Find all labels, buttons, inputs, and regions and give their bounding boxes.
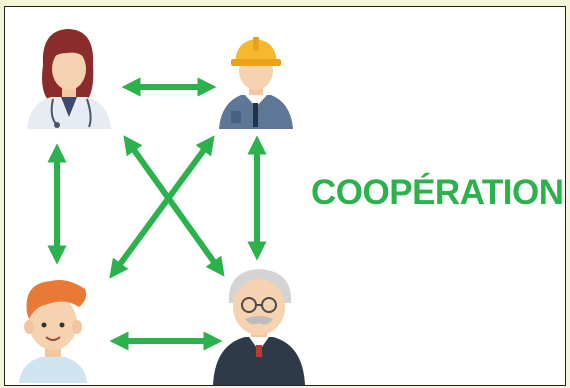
diagram-title: COOPÉRATION [311,173,564,212]
boy-icon [19,280,87,383]
diagram-panel: COOPÉRATION [4,6,566,386]
arrow-worker-boy [109,135,215,279]
cooperation-diagram [19,29,305,385]
arrow-doctor-elder [123,135,225,277]
doctor-icon [27,29,111,129]
worker-icon [219,37,293,129]
elder-man-icon [213,269,305,385]
